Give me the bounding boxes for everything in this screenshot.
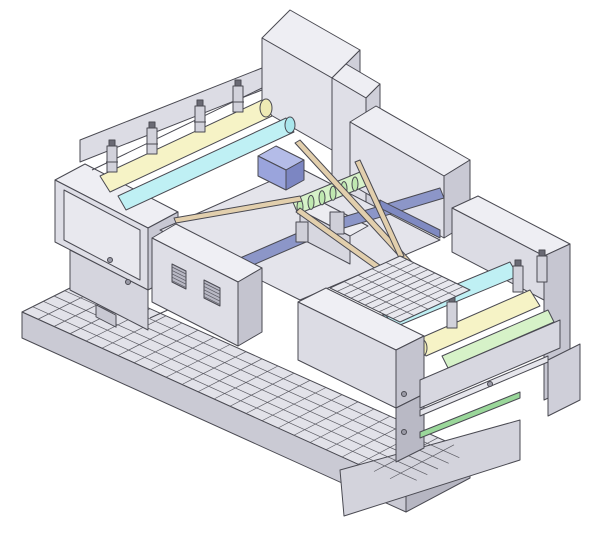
center-cabinet-side bbox=[237, 267, 263, 347]
spindle-ring bbox=[307, 194, 315, 210]
grate-rail bbox=[43, 301, 428, 475]
vent-slat bbox=[203, 286, 221, 295]
roller-yellow-upper-end bbox=[259, 98, 273, 118]
clamp-body bbox=[232, 85, 244, 113]
roller-cyan-lower-end bbox=[284, 116, 296, 134]
roller-cyan-lower bbox=[117, 117, 295, 211]
vent-slat bbox=[203, 282, 221, 292]
upper-right-grating bbox=[329, 255, 471, 323]
spindle-rings bbox=[296, 176, 359, 215]
clamp-icon bbox=[446, 295, 458, 329]
vent-slat bbox=[171, 276, 187, 285]
grate-bar bbox=[378, 279, 450, 313]
rear-roller-assembly bbox=[79, 67, 296, 211]
vent-slat bbox=[203, 289, 221, 299]
clamp-icon bbox=[146, 121, 158, 155]
grate-bar bbox=[371, 276, 443, 309]
right-base-frame bbox=[419, 319, 561, 409]
bolt-5 bbox=[487, 381, 493, 387]
vent-slat bbox=[203, 296, 221, 305]
grate-bar bbox=[357, 269, 429, 302]
left-inner-panel bbox=[63, 189, 141, 281]
strut-1 bbox=[173, 195, 303, 224]
clamp-body bbox=[106, 145, 118, 173]
roller-yellow-upper bbox=[99, 99, 273, 193]
tie-struts bbox=[173, 139, 413, 273]
left-plate bbox=[95, 304, 117, 328]
front-roller-green bbox=[441, 309, 555, 369]
bolt-2 bbox=[125, 279, 131, 285]
base-tray bbox=[21, 279, 521, 517]
motor-box-side bbox=[285, 159, 305, 191]
grate-bar bbox=[336, 259, 408, 292]
rear-frame-plate bbox=[79, 67, 263, 163]
clamp-knob bbox=[196, 99, 204, 107]
vent-slat bbox=[171, 273, 187, 282]
clamp-knob bbox=[108, 139, 116, 147]
spindle-ring bbox=[329, 185, 337, 201]
base-tray-skirt bbox=[339, 419, 521, 517]
clamp-icon bbox=[512, 259, 524, 293]
grate-rail bbox=[371, 268, 443, 304]
clamp-body bbox=[194, 105, 206, 133]
grate-rail bbox=[385, 262, 457, 297]
grate-bar bbox=[364, 272, 436, 306]
grate-rail bbox=[357, 274, 429, 310]
clamp-icon bbox=[232, 79, 244, 113]
grate-mesh-upper bbox=[336, 259, 464, 319]
clamp-icon bbox=[536, 249, 548, 283]
grate-rail bbox=[32, 306, 417, 481]
grate-rail bbox=[343, 281, 415, 316]
fan-vent-icon bbox=[171, 263, 221, 307]
grate-bar bbox=[385, 282, 457, 316]
left-leg-front bbox=[69, 249, 149, 331]
spindle-ring bbox=[351, 176, 359, 192]
right-foot-block bbox=[547, 343, 581, 417]
clamp-knob bbox=[538, 249, 546, 257]
bolt-3 bbox=[401, 391, 407, 397]
clamp-icon bbox=[106, 139, 118, 173]
clamp-body bbox=[512, 265, 524, 293]
clamp-body bbox=[536, 255, 548, 283]
clamp-icon bbox=[194, 99, 206, 133]
bolt-4 bbox=[401, 429, 407, 435]
vent-slat bbox=[171, 270, 187, 278]
right-leg bbox=[395, 393, 425, 463]
grate-bar bbox=[392, 286, 464, 319]
spindle-ring bbox=[318, 190, 326, 206]
center-mechanism bbox=[159, 145, 445, 301]
bearing-block-2 bbox=[295, 221, 309, 243]
clamp-knob bbox=[234, 79, 242, 87]
clamp-knob bbox=[514, 259, 522, 267]
vent-slat bbox=[171, 280, 187, 288]
clamp-body bbox=[146, 127, 158, 155]
clamp-knob bbox=[148, 121, 156, 129]
center-cabinet bbox=[151, 223, 263, 347]
vent-slats bbox=[171, 266, 221, 305]
clamp-group-rear bbox=[106, 79, 244, 173]
vent-slat bbox=[171, 266, 187, 275]
bolt-icon bbox=[107, 257, 493, 435]
clamp-body bbox=[446, 301, 458, 329]
vent-slat bbox=[203, 292, 221, 302]
grate-bar bbox=[350, 265, 422, 299]
bolt-1 bbox=[107, 257, 113, 263]
green-rod bbox=[419, 391, 521, 439]
grate-rail bbox=[53, 295, 439, 470]
left-cabinet bbox=[54, 163, 191, 331]
clamp-group-front bbox=[446, 249, 548, 329]
grate-bar bbox=[343, 262, 415, 296]
